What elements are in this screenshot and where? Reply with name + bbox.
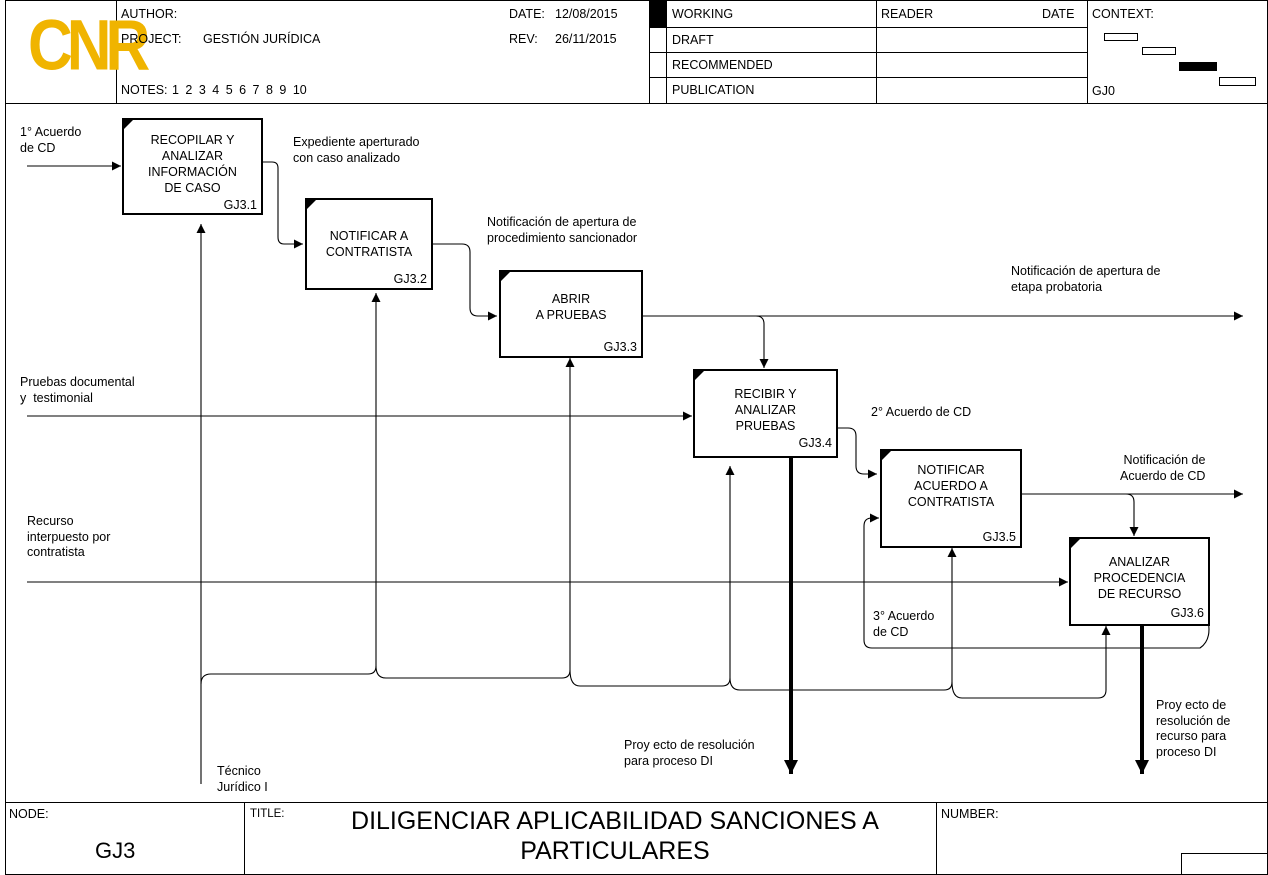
node-label: NODE: bbox=[9, 807, 49, 821]
label-pruebas: Pruebas documental y testimonial bbox=[20, 375, 135, 405]
status-working: WORKING bbox=[672, 7, 734, 21]
label-acuerdo-3: 3° Acuerdo de CD bbox=[873, 609, 935, 639]
activity-node: GJ3.4 bbox=[798, 436, 832, 450]
activity-name: NOTIFICAR A CONTRATISTA bbox=[325, 229, 413, 259]
activity-node: GJ3.3 bbox=[603, 340, 637, 354]
context-node: GJ0 bbox=[1092, 84, 1115, 98]
activity-node: GJ3.1 bbox=[223, 198, 257, 212]
activity-node: GJ3.5 bbox=[982, 530, 1016, 544]
label-acuerdo-2: 2° Acuerdo de CD bbox=[871, 405, 972, 419]
corner-mark bbox=[695, 371, 704, 380]
label-notif-acuerdo: Notificación de Acuerdo de CD bbox=[1120, 453, 1206, 483]
node-value: GJ3 bbox=[95, 838, 136, 863]
activity-node: GJ3.6 bbox=[1170, 606, 1204, 620]
label-tecnico: Técnico Jurídico I bbox=[217, 764, 268, 794]
logo-text: CNR bbox=[28, 6, 150, 86]
status-draft: DRAFT bbox=[672, 33, 714, 47]
activity-box-gj3-2[interactable]: NOTIFICAR A CONTRATISTA GJ3.2 bbox=[305, 198, 433, 290]
title-label: TITLE: bbox=[250, 808, 285, 820]
notes-value: 1 2 3 4 5 6 7 8 9 10 bbox=[172, 83, 307, 97]
corner-mark bbox=[882, 451, 891, 460]
status-publication: PUBLICATION bbox=[672, 83, 755, 97]
reader-label: READER bbox=[881, 7, 934, 21]
activity-box-gj3-3[interactable]: ABRIR A PRUEBAS GJ3.3 bbox=[499, 270, 643, 358]
activity-name: RECOPILAR Y ANALIZAR INFORMACIÓN DE CASO bbox=[148, 133, 237, 195]
activity-box-gj3-4[interactable]: RECIBIR Y ANALIZAR PRUEBAS GJ3.4 bbox=[693, 369, 838, 458]
reader-date-label: DATE bbox=[1042, 7, 1075, 21]
corner-mark bbox=[124, 120, 133, 129]
notes-label: NOTES: bbox=[121, 83, 168, 97]
corner-mark bbox=[307, 200, 316, 209]
corner-mark bbox=[1071, 539, 1080, 548]
corner-mark bbox=[501, 272, 510, 281]
label-expediente: Expediente aperturado con caso analizado bbox=[293, 135, 420, 165]
date-label: DATE: bbox=[509, 7, 545, 21]
label-proyecto-resolucion: Proy ecto de resolución para proceso DI bbox=[624, 738, 755, 768]
label-acuerdo-1: 1° Acuerdo de CD bbox=[20, 125, 82, 155]
activity-name: ANALIZAR PROCEDENCIA DE RECURSO bbox=[1093, 555, 1186, 601]
project-label: PROJECT: bbox=[121, 32, 182, 46]
label-notif-procedimiento: Notificación de apertura de procedimient… bbox=[487, 215, 638, 245]
project-value: GESTIÓN JURÍDICA bbox=[203, 32, 321, 46]
diagram-title: DILIGENCIAR APLICABILIDAD SANCIONES A PA… bbox=[351, 807, 879, 865]
activity-box-gj3-5[interactable]: NOTIFICAR ACUERDO A CONTRATISTA GJ3.5 bbox=[880, 449, 1022, 548]
status-recommended: RECOMMENDED bbox=[672, 58, 773, 72]
activity-name: RECIBIR Y ANALIZAR PRUEBAS bbox=[734, 387, 797, 433]
number-label: NUMBER: bbox=[941, 807, 999, 821]
label-proyecto-recurso: Proy ecto de resolución de recurso para … bbox=[1156, 698, 1231, 759]
context-label: CONTEXT: bbox=[1092, 7, 1154, 21]
activity-box-gj3-6[interactable]: ANALIZAR PROCEDENCIA DE RECURSO GJ3.6 bbox=[1069, 537, 1210, 626]
rev-value: 26/11/2015 bbox=[555, 32, 617, 46]
rev-label: REV: bbox=[509, 32, 538, 46]
label-recurso: Recurso interpuesto por contratista bbox=[27, 514, 111, 559]
date-value: 12/08/2015 bbox=[555, 7, 618, 21]
author-label: AUTHOR: bbox=[121, 7, 178, 21]
activity-node: GJ3.2 bbox=[393, 272, 427, 286]
activity-name: NOTIFICAR ACUERDO A CONTRATISTA bbox=[907, 463, 995, 509]
label-notif-etapa: Notificación de apertura de etapa probat… bbox=[1011, 264, 1161, 294]
activity-name: ABRIR A PRUEBAS bbox=[535, 292, 607, 322]
cnr-logo: CNR bbox=[28, 6, 150, 85]
activity-box-gj3-1[interactable]: RECOPILAR Y ANALIZAR INFORMACIÓN DE CASO… bbox=[122, 118, 263, 215]
